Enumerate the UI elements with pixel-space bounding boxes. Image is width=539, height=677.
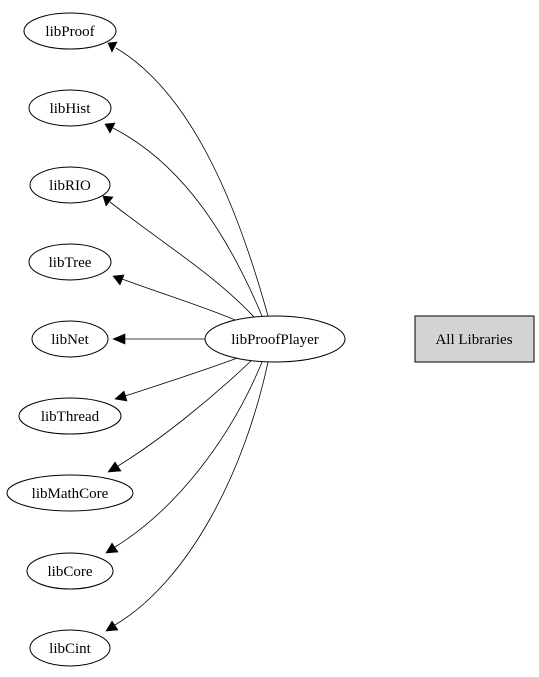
node-libproofplayer[interactable]: libProofPlayer <box>204 315 346 363</box>
dependency-edges <box>102 41 269 632</box>
node-libnet[interactable]: libNet <box>31 320 109 358</box>
node-libcore[interactable]: libCore <box>26 552 114 590</box>
edge-to-libproof <box>115 47 269 317</box>
node-label-libnet: libNet <box>51 332 89 348</box>
node-libhist[interactable]: libHist <box>28 89 112 127</box>
arrowhead-libthread <box>114 390 128 402</box>
arrowhead-libtree <box>112 274 125 286</box>
edge-to-libcore <box>114 361 263 548</box>
node-libproof[interactable]: libProof <box>23 12 117 50</box>
edge-to-librio <box>109 201 256 319</box>
edge-to-libtree <box>121 278 241 323</box>
all-libraries-link[interactable]: All Libraries <box>414 315 535 363</box>
node-label-libtree: libTree <box>49 255 92 271</box>
arrowhead-libproof <box>107 41 118 53</box>
edge-to-libcint <box>114 361 269 626</box>
edge-to-libthread <box>124 356 241 397</box>
node-libmathcore[interactable]: libMathCore <box>6 474 134 512</box>
edge-to-libhist <box>112 127 263 317</box>
node-libthread[interactable]: libThread <box>18 397 122 435</box>
arrowhead-libnet <box>112 333 126 345</box>
node-libtree[interactable]: libTree <box>28 243 112 281</box>
node-label-librio: libRIO <box>49 178 91 194</box>
node-label-libhist: libHist <box>50 101 92 117</box>
arrowhead-libcore <box>105 542 119 554</box>
dependency-nodes: libProof libHist libRIO libTree libNet l… <box>6 12 134 667</box>
node-librio[interactable]: libRIO <box>29 166 111 204</box>
edge-to-libmathcore <box>117 359 253 467</box>
arrowhead-libcint <box>105 620 119 632</box>
all-libraries-label: All Libraries <box>435 332 512 348</box>
node-label-libthread: libThread <box>41 409 100 425</box>
node-label-libproof: libProof <box>45 24 94 40</box>
node-label-libcint: libCint <box>49 641 92 657</box>
node-label-libproofplayer: libProofPlayer <box>231 332 319 348</box>
arrowhead-libhist <box>104 122 116 134</box>
arrowhead-librio <box>102 195 114 207</box>
node-label-libmathcore: libMathCore <box>32 486 109 502</box>
arrowhead-libmathcore <box>107 461 122 473</box>
node-label-libcore: libCore <box>48 564 93 580</box>
node-libcint[interactable]: libCint <box>29 629 111 667</box>
